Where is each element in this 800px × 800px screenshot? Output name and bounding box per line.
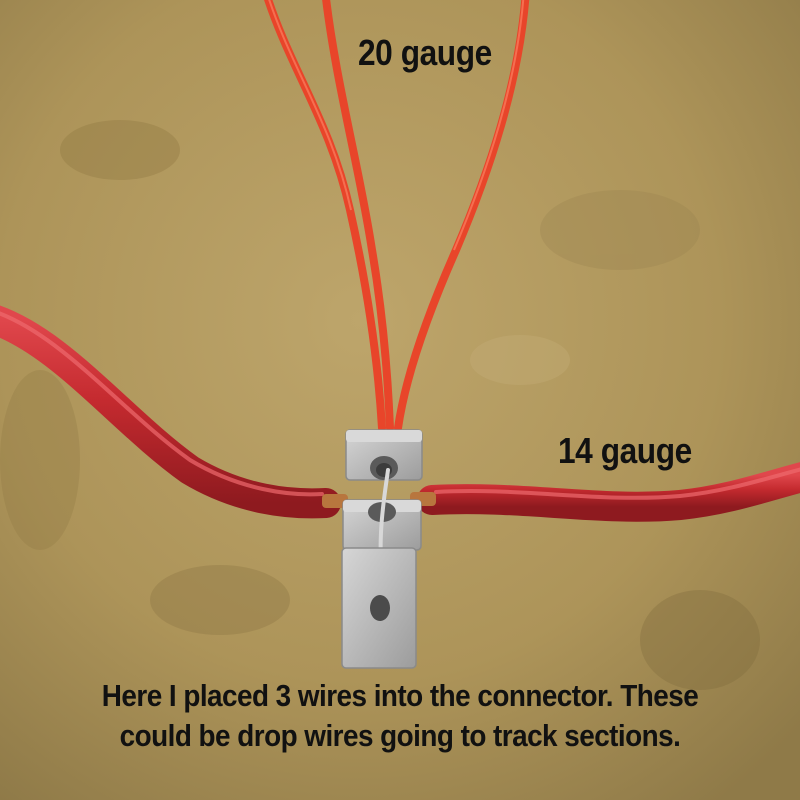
thick-wire-right-highlight	[434, 467, 800, 500]
thin-wire-2	[322, 0, 394, 432]
wire-20-gauge-label: 20 gauge	[358, 32, 492, 73]
thin-wire-3	[394, 0, 530, 432]
thick-wire-left	[0, 305, 341, 519]
photo-caption: Here I placed 3 wires into the connector…	[0, 676, 800, 756]
thick-wire-left-highlight	[0, 311, 324, 497]
caption-line-2: could be drop wires going to track secti…	[119, 718, 681, 753]
copper-strand-left	[322, 494, 348, 508]
caption-line-1: Here I placed 3 wires into the connector…	[101, 678, 699, 713]
surface-stains	[0, 120, 760, 690]
thin-wire-highlights	[268, 0, 525, 251]
wire-14-gauge-label: 14 gauge	[558, 430, 692, 471]
thick-wire-right	[417, 462, 800, 522]
connector-base-plate	[341, 547, 417, 669]
connector-top-block	[345, 429, 423, 481]
